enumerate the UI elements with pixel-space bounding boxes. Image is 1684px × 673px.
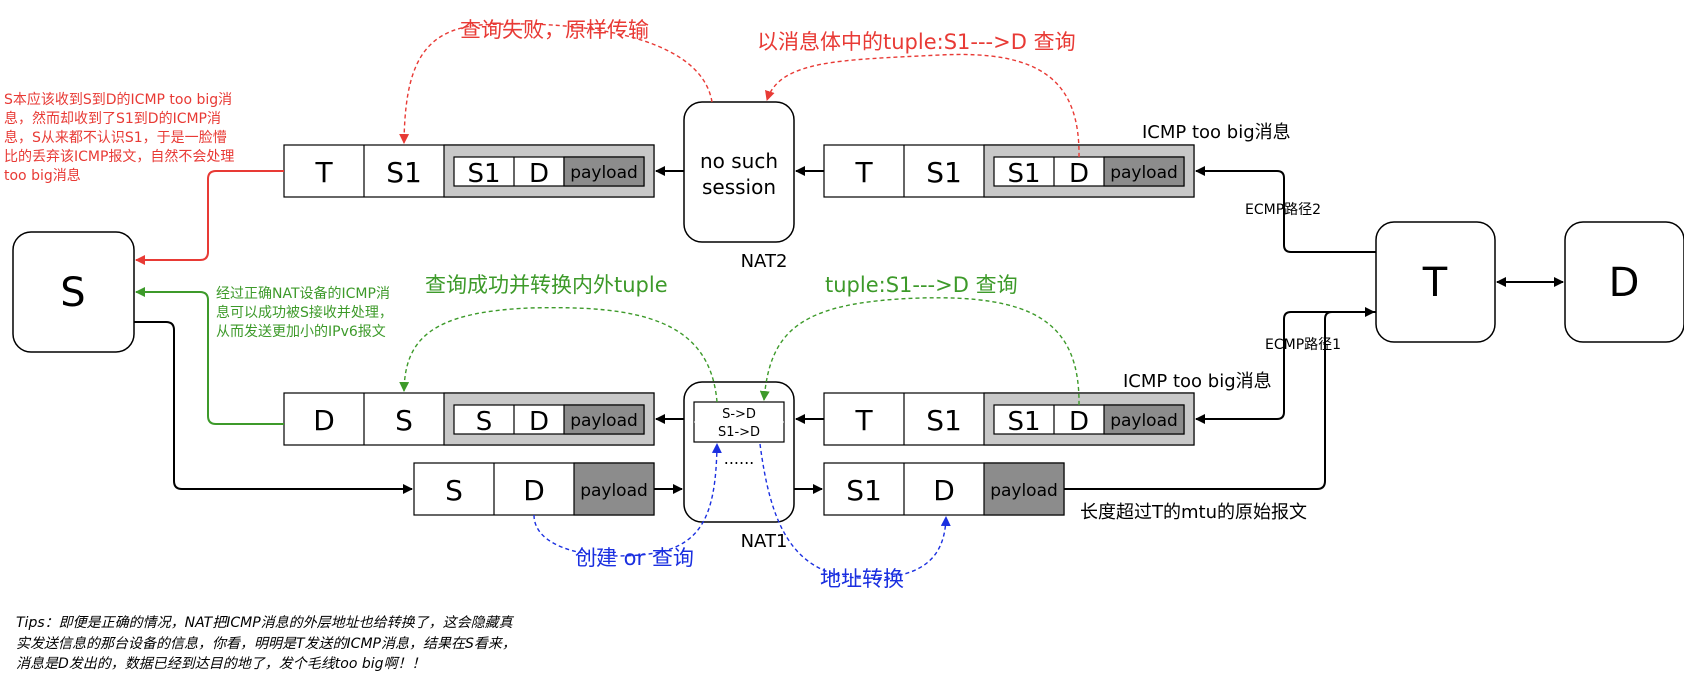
svg-text:too big消息: too big消息: [4, 167, 81, 184]
green-dashed-query: [759, 297, 1080, 406]
flow-arrows: [134, 166, 1564, 494]
green-dashed-success: [399, 306, 718, 403]
blue-dashed-translate: [759, 443, 951, 579]
svg-text:D: D: [529, 407, 549, 437]
svg-text:D: D: [933, 474, 955, 507]
label-query-by-tuple-top: 以消息体中的tuple:S1--->D 查询: [757, 30, 1076, 54]
packet-bottom-left: S D payload: [413, 462, 655, 516]
svg-text:payload: payload: [580, 481, 648, 501]
svg-text:S1: S1: [467, 159, 500, 189]
svg-text:T: T: [854, 404, 873, 437]
svg-text:session: session: [702, 175, 776, 199]
red-drop-arrow: [135, 170, 284, 265]
svg-text:D: D: [1609, 260, 1640, 306]
label-query-failed: 查询失败，原样传输: [460, 18, 649, 42]
svg-text:no such: no such: [700, 149, 778, 173]
svg-text:S1: S1: [1007, 407, 1040, 437]
packet-mid-left: D S S D payload: [283, 392, 655, 446]
node-d: D: [1564, 221, 1684, 343]
svg-text:S1: S1: [846, 474, 882, 507]
svg-text:T: T: [854, 156, 873, 189]
svg-text:payload: payload: [1110, 411, 1178, 431]
label-address-translate: 地址转换: [820, 567, 904, 591]
svg-text:息，S从来都不认识S1，于是一脸懵: 息，S从来都不认识S1，于是一脸懵: [4, 129, 227, 146]
green-accept-arrow: [135, 287, 284, 425]
nat2-label: NAT2: [741, 251, 788, 272]
label-icmp-top: ICMP too big消息: [1142, 122, 1291, 143]
svg-text:息可以成功被S接收并处理，: 息可以成功被S接收并处理，: [216, 304, 393, 321]
svg-text:D: D: [1069, 159, 1089, 189]
label-query-by-tuple-mid: tuple:S1--->D 查询: [825, 273, 1018, 297]
svg-text:D: D: [1069, 407, 1089, 437]
red-dashed-query: [765, 53, 1080, 158]
note-green: 经过正确NAT设备的ICMP消 息可以成功被S接收并处理， 从而发送更加小的IP…: [216, 285, 393, 340]
svg-text:T: T: [1422, 260, 1448, 306]
red-dashed-fail: [399, 23, 713, 144]
packet-mid-right: T S1 S1 D payload: [823, 392, 1195, 446]
svg-text:payload: payload: [990, 481, 1058, 501]
blue-dashed-create: [533, 443, 722, 557]
svg-text:S1: S1: [926, 156, 962, 189]
svg-text:S: S: [60, 270, 85, 316]
svg-text:payload: payload: [570, 411, 638, 431]
nat1-label: NAT1: [741, 531, 788, 552]
svg-text:S1: S1: [1007, 159, 1040, 189]
packet-top-right: T S1 S1 D payload: [823, 144, 1195, 198]
label-ecmp1: ECMP路径1: [1265, 337, 1341, 353]
svg-text:D: D: [313, 404, 335, 437]
nat2-box: no such session: [683, 101, 795, 243]
svg-text:Tips：即便是正确的情况，NAT把ICMP消息的外层地址也: Tips：即便是正确的情况，NAT把ICMP消息的外层地址也给转换了，这会隐藏真: [16, 615, 515, 631]
label-query-success: 查询成功并转换内外tuple: [425, 273, 668, 297]
svg-text:S: S: [395, 404, 413, 437]
label-create-or-query: 创建 or 查询: [575, 546, 694, 570]
svg-text:息，然而却收到了S1到D的ICMP消: 息，然而却收到了S1到D的ICMP消: [4, 110, 221, 127]
packet-top-left: T S1 S1 D payload: [283, 144, 655, 198]
svg-text:......: ......: [724, 449, 755, 468]
node-t: T: [1375, 221, 1496, 343]
svg-text:D: D: [523, 474, 545, 507]
svg-text:T: T: [314, 156, 333, 189]
node-s: S: [12, 231, 135, 353]
packet-bottom-right: S1 D payload: [823, 462, 1065, 516]
svg-text:实发送信息的那台设备的信息，你看，明明是T发送的ICMP消息: 实发送信息的那台设备的信息，你看，明明是T发送的ICMP消息，结果在S看来，: [16, 636, 516, 652]
svg-text:经过正确NAT设备的ICMP消: 经过正确NAT设备的ICMP消: [216, 285, 390, 302]
label-oversize-packet: 长度超过T的mtu的原始报文: [1080, 502, 1307, 523]
label-icmp-mid: ICMP too big消息: [1123, 371, 1272, 392]
svg-text:S1: S1: [386, 156, 422, 189]
svg-text:S->D: S->D: [722, 407, 756, 422]
svg-text:从而发送更加小的IPv6报文: 从而发送更加小的IPv6报文: [216, 324, 386, 340]
svg-text:payload: payload: [570, 163, 638, 183]
svg-text:D: D: [529, 159, 549, 189]
svg-text:比的丢弃该ICMP报文，自然不会处理: 比的丢弃该ICMP报文，自然不会处理: [4, 148, 234, 165]
svg-text:S本应该收到S到D的ICMP too big消: S本应该收到S到D的ICMP too big消: [4, 91, 232, 108]
svg-text:S: S: [445, 474, 463, 507]
svg-text:payload: payload: [1110, 163, 1178, 183]
svg-text:S1->D: S1->D: [718, 425, 760, 440]
note-red: S本应该收到S到D的ICMP too big消 息，然而却收到了S1到D的ICM…: [4, 91, 234, 184]
note-tips: Tips：即便是正确的情况，NAT把ICMP消息的外层地址也给转换了，这会隐藏真…: [16, 615, 516, 672]
svg-text:S1: S1: [926, 404, 962, 437]
svg-text:消息是D发出的，数据已经到达目的地了，发个毛线too big: 消息是D发出的，数据已经到达目的地了，发个毛线too big啊！！: [16, 656, 426, 672]
label-ecmp2: ECMP路径2: [1245, 202, 1321, 218]
svg-text:S: S: [476, 407, 493, 437]
nat1-box: S->D S1->D ......: [683, 381, 795, 523]
